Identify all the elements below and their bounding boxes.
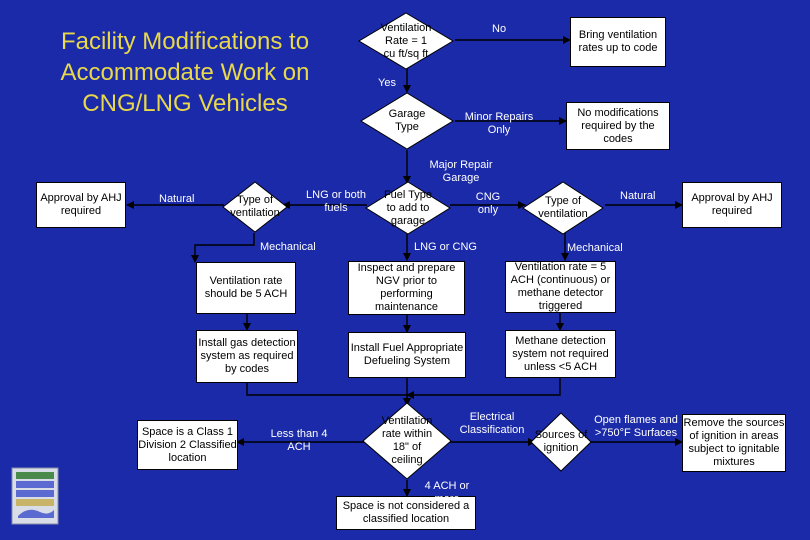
decision-garage-type-label: Garage Type <box>388 108 426 133</box>
label-natural-left: Natural <box>159 193 195 205</box>
box-inspect-prepare: Inspect and prepare NGV prior to perform… <box>348 261 465 315</box>
decision-fuel-type-label: Fuel Type to add to garage <box>383 188 433 227</box>
label-mechanical-left: Mechanical <box>260 241 316 253</box>
diamond-shape <box>530 412 592 472</box>
decision-ventilation-rate-label: Ventilation Rate = 1 cu ft/sq ft <box>380 21 432 60</box>
label-cng-only: CNG only <box>475 191 501 216</box>
decision-garage-type: Garage Type <box>360 92 454 150</box>
decision-type-of-ventilation-right: Type of ventilation <box>522 181 604 235</box>
label-less-than-4-ach: Less than 4 ACH <box>270 428 328 453</box>
box-ventilation-5ach: Ventilation rate should be 5 ACH <box>196 262 296 314</box>
decision-type-of-ventilation-left: Type of ventilation <box>222 181 288 233</box>
box-install-fuel-defueling: Install Fuel Appropriate Defueling Syste… <box>348 332 466 378</box>
label-lng-or-both: LNG or both fuels <box>306 189 366 214</box>
box-ventilation-5ach-continuous: Ventilation rate = 5 ACH (continuous) or… <box>505 261 616 313</box>
label-open-flames: Open flames and >750°F Surfaces <box>594 414 678 439</box>
arrow-mechanical-left <box>191 233 255 263</box>
arrow-methane-to-bottom <box>406 378 561 399</box>
logo-icon <box>11 467 59 525</box>
page-title: Facility Modifications to Accommodate Wo… <box>60 28 310 117</box>
decision-ventilation-18-ceiling: Ventilation rate within 18" of ceiling <box>362 402 452 480</box>
decision-type-of-ventilation-left-label: Type of ventilation <box>230 194 280 219</box>
diamond-shape <box>365 181 451 235</box>
decision-type-of-ventilation-right-label: Type of ventilation <box>538 195 588 220</box>
box-class1-div2: Space is a Class 1 Division 2 Classified… <box>137 420 238 470</box>
box-approval-ahj-right: Approval by AHJ required <box>682 182 782 228</box>
box-bring-rates-to-code: Bring ventilation rates up to code <box>570 17 666 67</box>
label-minor-repairs: Minor Repairs Only <box>464 111 534 136</box>
decision-fuel-type: Fuel Type to add to garage <box>365 181 451 235</box>
diamond-shape <box>362 402 452 480</box>
label-4ach-or-more: 4 ACH or more <box>424 480 470 505</box>
box-methane-detection: Methane detection system not required un… <box>505 330 616 378</box>
label-electrical-classification: Electrical Classification <box>459 411 525 436</box>
label-no: No <box>492 23 507 35</box>
decision-sources-of-ignition: Sources of ignition <box>530 412 592 472</box>
label-natural-right: Natural <box>620 190 656 202</box>
decision-ventilation-18-ceiling-label: Ventilation rate within 18" of ceiling <box>381 415 433 466</box>
box-no-modifications: No modifications required by the codes <box>566 102 670 150</box>
box-install-gas-detection: Install gas detection system as required… <box>196 330 298 383</box>
diamond-shape <box>522 181 604 235</box>
label-lng-or-cng: LNG or CNG <box>414 241 477 253</box>
diamond-shape <box>222 181 288 233</box>
label-mechanical-right: Mechanical <box>567 242 623 254</box>
label-yes: Yes <box>378 77 396 89</box>
box-not-classified: Space is not considered a classified loc… <box>336 496 476 530</box>
box-approval-ahj-left: Approval by AHJ required <box>36 182 126 228</box>
diamond-shape <box>358 12 454 70</box>
diamond-shape <box>360 92 454 150</box>
decision-sources-of-ignition-label: Sources of ignition <box>534 429 588 454</box>
decision-ventilation-rate: Ventilation Rate = 1 cu ft/sq ft <box>358 12 454 70</box>
box-remove-sources: Remove the sources of ignition in areas … <box>682 414 786 472</box>
label-major-repair: Major Repair Garage <box>429 159 493 184</box>
